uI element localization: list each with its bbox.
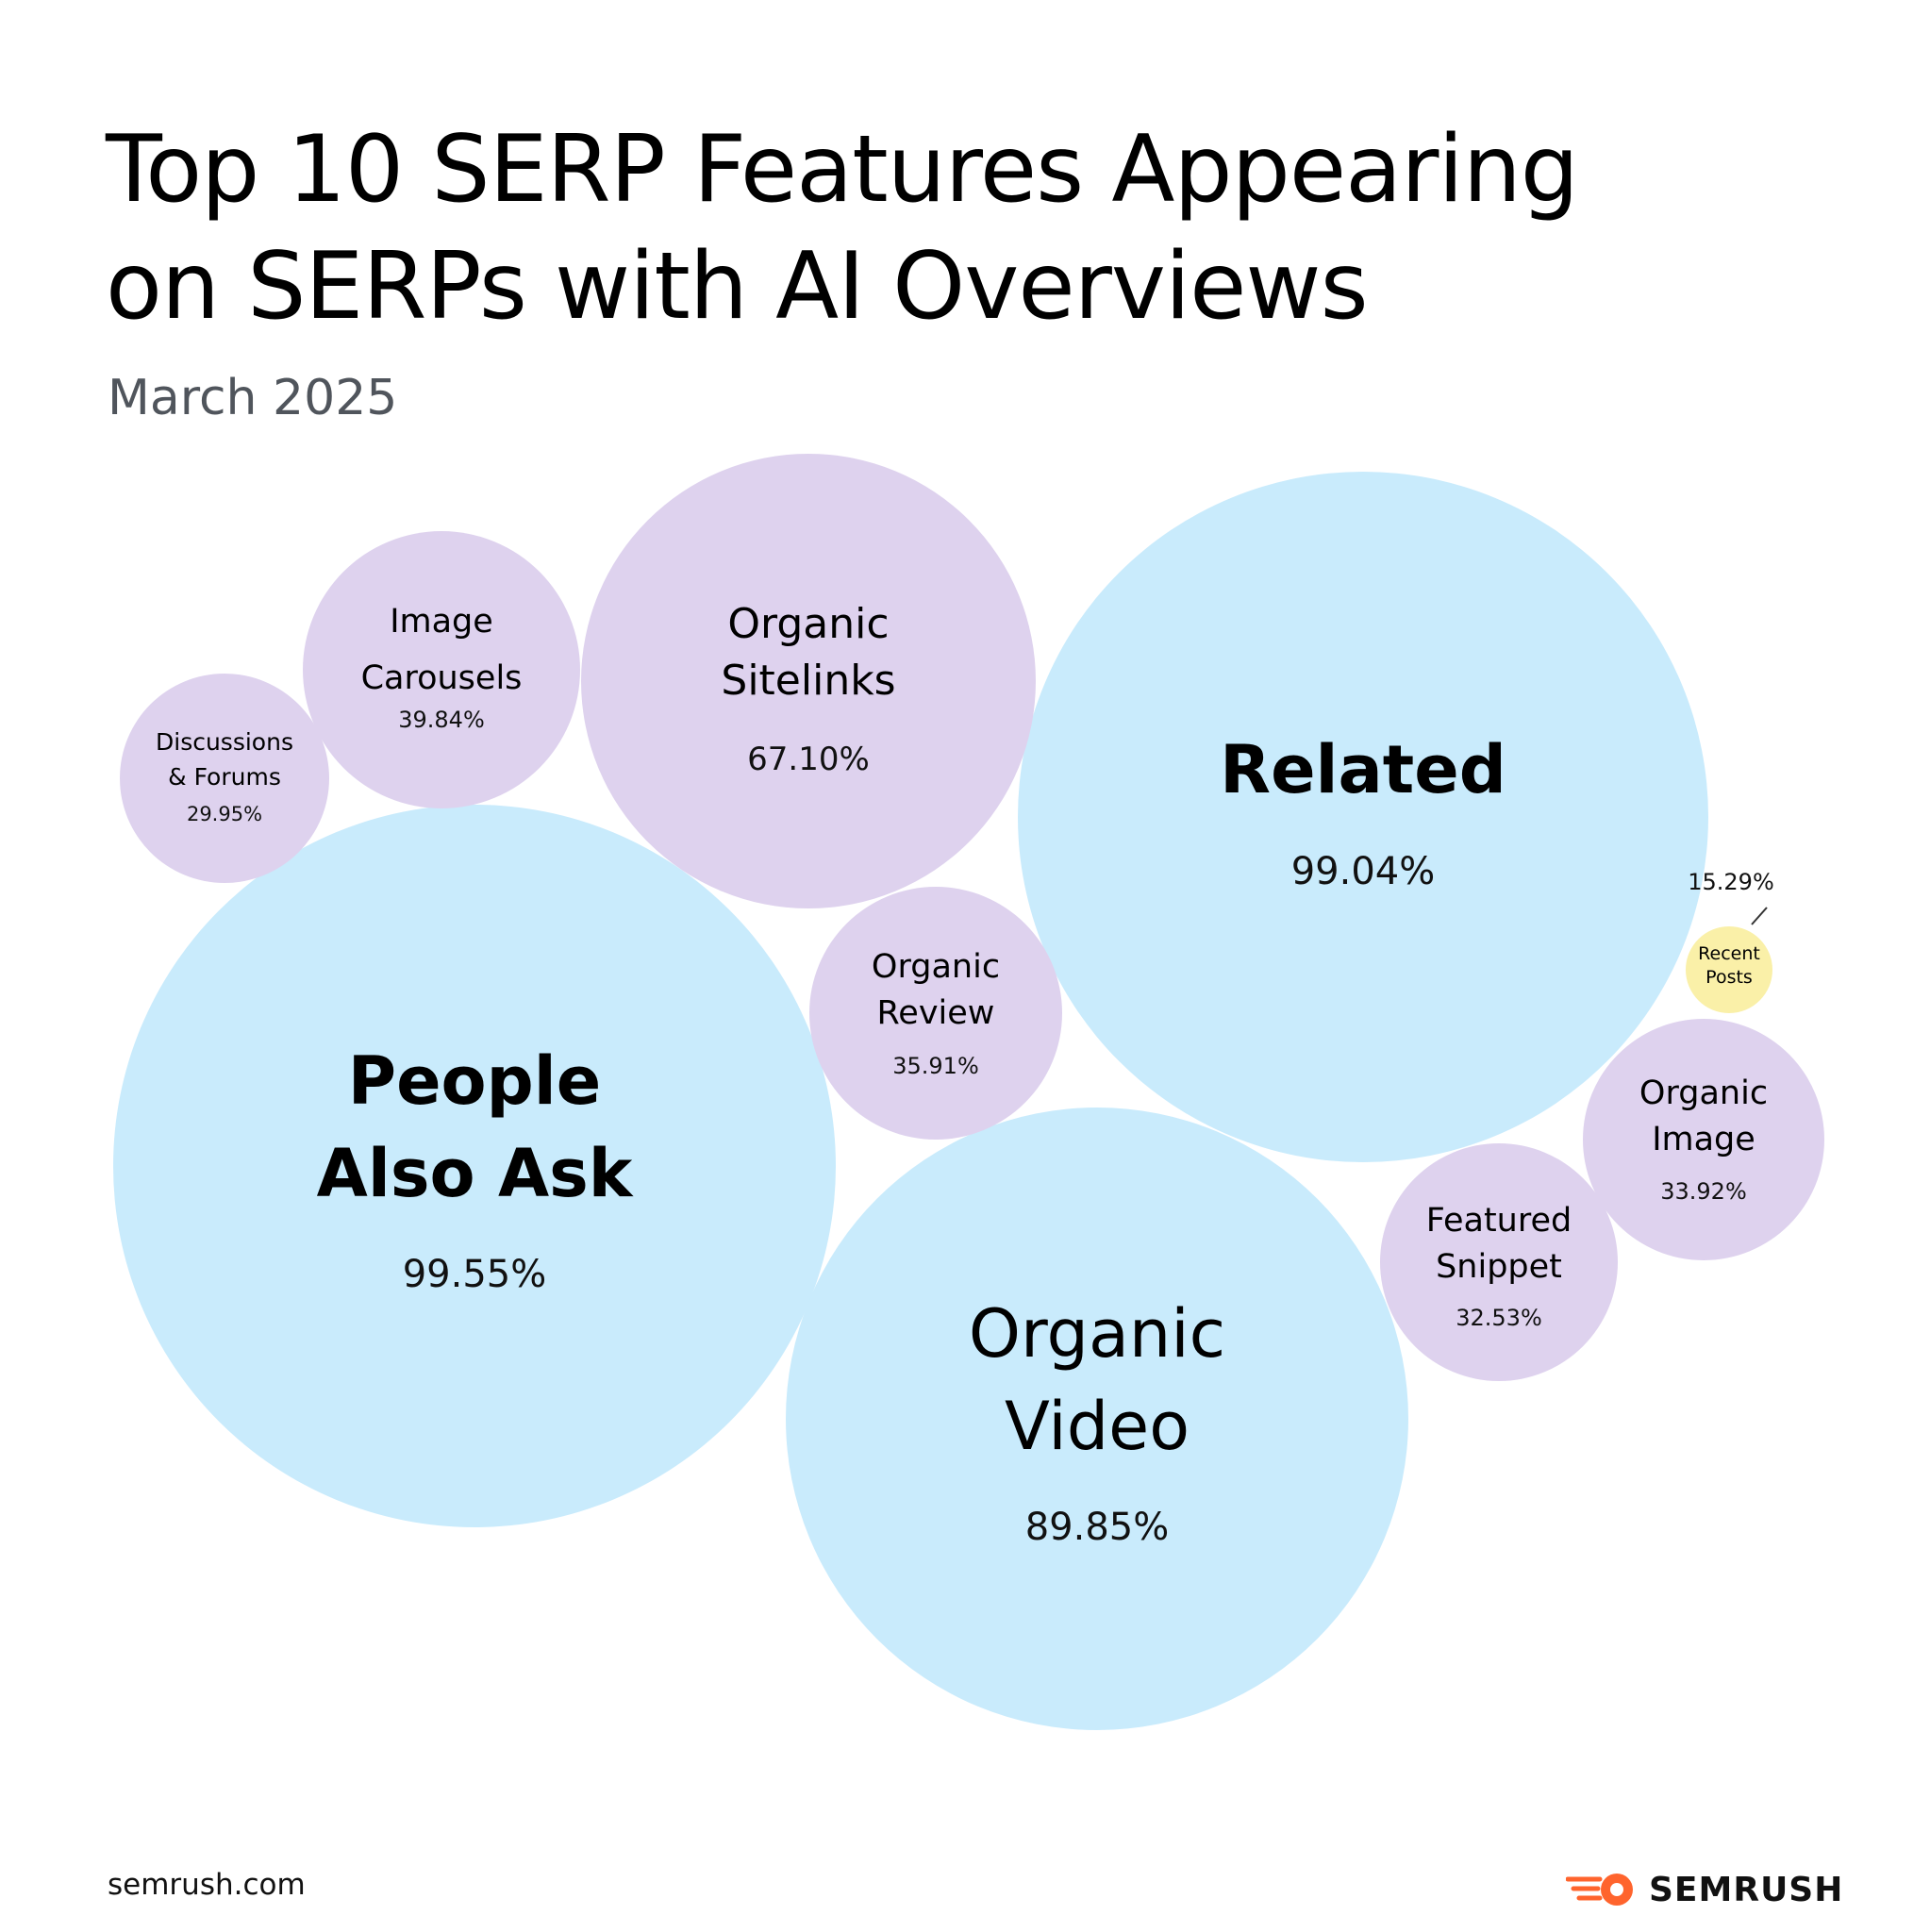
bubble-value-people-also-ask: 99.55%	[403, 1253, 547, 1296]
bubble-circle-people-also-ask	[113, 805, 836, 1527]
bubble-circle-featured-snippet	[1380, 1143, 1618, 1381]
bubble-value-discussions-and-forums: 29.95%	[187, 803, 262, 825]
chart-title-line-1: Top 10 SERP Features Appearing	[106, 116, 1579, 224]
brand-logo: SEMRUSH	[1566, 1866, 1843, 1913]
chart-subtitle: March 2025	[108, 370, 398, 426]
bubble-label-discussions-and-forums: Discussions& Forums	[156, 728, 293, 791]
bubble-circle-organic-video	[786, 1108, 1408, 1730]
bubble-value-recent-posts: 15.29%	[1688, 869, 1774, 895]
chart-title: Top 10 SERP Features Appearing on SERPs …	[106, 111, 1804, 345]
semrush-fireball-icon	[1566, 1874, 1633, 1906]
callout-line-recent-posts	[1751, 907, 1768, 925]
bubble-circle-image-carousels	[303, 531, 580, 808]
bubble-circle-related	[1018, 472, 1708, 1162]
bubble-value-featured-snippet: 32.53%	[1456, 1305, 1542, 1331]
bubble-discussions-and-forums: Discussions& Forums 29.95%	[120, 674, 329, 883]
bubble-value-organic-review: 35.91%	[892, 1053, 979, 1079]
bubble-circle-organic-sitelinks	[581, 454, 1036, 908]
bubble-circle-organic-review	[809, 887, 1062, 1140]
bubble-value-organic-image: 33.92%	[1660, 1178, 1747, 1205]
bubble-value-related: 99.04%	[1291, 850, 1436, 893]
bubble-circle-recent-posts	[1686, 926, 1772, 1013]
chart-title-line-2: on SERPs with AI Overviews	[106, 233, 1369, 341]
bubble-value-image-carousels: 39.84%	[398, 707, 485, 733]
bubble-label-related: Related	[1220, 731, 1506, 808]
bubble-value-organic-sitelinks: 67.10%	[747, 741, 870, 778]
bubble-circle-discussions-and-forums	[120, 674, 329, 883]
bubble-value-organic-video: 89.85%	[1025, 1506, 1170, 1549]
brand-wordmark: SEMRUSH	[1649, 1870, 1844, 1909]
bubble-related: Related 99.04%	[1018, 472, 1708, 1162]
bubble-circle-organic-image	[1583, 1019, 1824, 1260]
footer-site: semrush.com	[108, 1868, 306, 1902]
